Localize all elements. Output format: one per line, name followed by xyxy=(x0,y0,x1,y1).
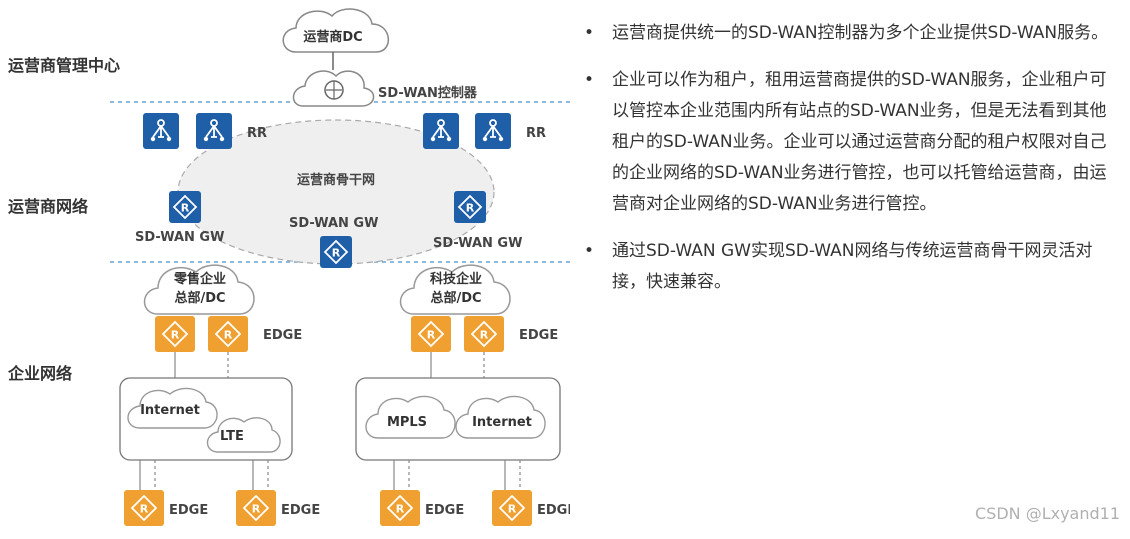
zone-label-mgmt: 运营商管理中心 xyxy=(8,56,121,75)
edge-label-branch-2: EDGE xyxy=(281,503,320,518)
tech-label-line2: 总部/DC xyxy=(430,290,481,306)
bullet-item: • 企业可以作为租户，租用运营商提供的SD-WAN服务，企业租户可以管控本企业范… xyxy=(580,65,1120,220)
rr-label-left: RR xyxy=(247,126,267,141)
edge-label-hq-right: EDGE xyxy=(519,328,558,343)
rr-router-icon-4 xyxy=(474,112,512,150)
bullet-text: 运营商提供统一的SD-WAN控制器为多个企业提供SD-WAN服务。 xyxy=(612,23,1109,43)
zone-label-enterprise: 企业网络 xyxy=(8,364,73,383)
bullet-marker: • xyxy=(584,241,595,261)
bullet-item: • 运营商提供统一的SD-WAN控制器为多个企业提供SD-WAN服务。 xyxy=(580,18,1120,49)
edge-router-icon-tech-2 xyxy=(463,315,505,353)
bullet-marker: • xyxy=(584,70,595,90)
internet-label-right: Internet xyxy=(472,415,532,430)
internet-label-left: Internet xyxy=(140,403,200,418)
tech-hq-cloud: 科技企业 总部/DC xyxy=(399,264,511,315)
bullet-marker: • xyxy=(584,23,595,43)
rr-router-icon-1 xyxy=(142,112,180,150)
gateway-icon-left xyxy=(168,190,202,224)
retail-label-line2: 总部/DC xyxy=(174,290,225,306)
edge-router-icon-branch-2 xyxy=(235,489,277,527)
internet-cloud-right: Internet xyxy=(455,395,546,439)
edge-router-icon-branch-1 xyxy=(123,489,165,527)
lte-label: LTE xyxy=(220,429,244,444)
gw-label-center: SD-WAN GW xyxy=(289,216,378,231)
network-diagram: R R 运营商DC SD-WAN控制器 运营商骨干网 xyxy=(8,8,576,527)
retail-label-line1: 零售企业 xyxy=(173,271,226,287)
mpls-cloud: MPLS xyxy=(365,395,456,439)
gw-label-left: SD-WAN GW xyxy=(135,230,224,245)
internet-cloud-left: Internet xyxy=(127,387,218,429)
bullet-list: • 运营商提供统一的SD-WAN控制器为多个企业提供SD-WAN服务。 • 企业… xyxy=(580,18,1120,314)
edge-label-branch-3: EDGE xyxy=(425,503,464,518)
backbone-label: 运营商骨干网 xyxy=(297,172,375,188)
diagram-canvas: R R 运营商DC SD-WAN控制器 运营商骨干网 xyxy=(110,8,576,527)
bullet-text: 企业可以作为租户，租用运营商提供的SD-WAN服务，企业租户可以管控本企业范围内… xyxy=(612,70,1107,214)
retail-hq-cloud: 零售企业 总部/DC xyxy=(143,264,255,315)
zone-label-network: 运营商网络 xyxy=(8,197,89,216)
controller-cloud-icon xyxy=(292,70,375,107)
gw-label-right: SD-WAN GW xyxy=(433,236,522,251)
watermark: CSDN @Lxyand11 xyxy=(974,504,1120,523)
edge-router-icon-branch-3 xyxy=(379,489,421,527)
edge-label-branch-4: EDGE xyxy=(537,503,570,518)
edge-router-icon-retail-1 xyxy=(154,315,196,353)
rr-label-right: RR xyxy=(526,126,546,141)
lte-cloud: LTE xyxy=(206,417,281,453)
bullet-item: • 通过SD-WAN GW实现SD-WAN网络与传统运营商骨干网灵活对接，快速兼… xyxy=(580,236,1120,298)
operator-dc-cloud: 运营商DC xyxy=(282,8,390,53)
edge-router-icon-tech-1 xyxy=(410,315,452,353)
rr-router-icon-3 xyxy=(422,112,460,150)
gateway-icon-center xyxy=(319,235,353,269)
edge-router-icon-branch-4 xyxy=(491,489,533,527)
tech-label-line1: 科技企业 xyxy=(430,271,482,287)
mpls-label: MPLS xyxy=(387,415,427,430)
operator-dc-label: 运营商DC xyxy=(303,29,362,45)
edge-label-branch-1: EDGE xyxy=(169,503,208,518)
edge-label-hq-left: EDGE xyxy=(263,328,302,343)
gateway-icon-right xyxy=(453,190,487,224)
rr-router-icon-2 xyxy=(195,112,233,150)
controller-label: SD-WAN控制器 xyxy=(378,85,478,101)
bullet-text: 通过SD-WAN GW实现SD-WAN网络与传统运营商骨干网灵活对接，快速兼容。 xyxy=(612,241,1093,292)
edge-router-icon-retail-2 xyxy=(207,315,249,353)
